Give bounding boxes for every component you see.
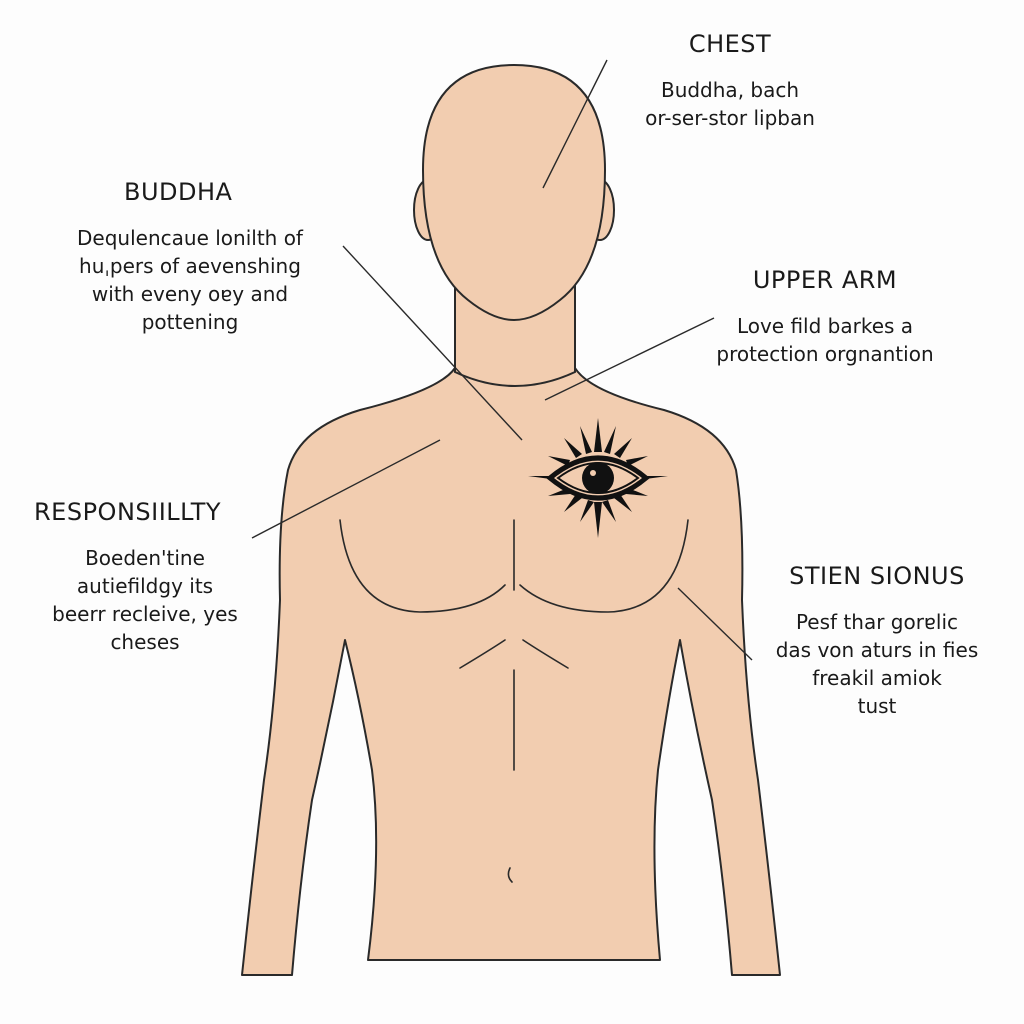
- label-chest-line: Buddha, bach: [660, 78, 800, 102]
- label-chest-line: or-ser-stor lipban: [645, 106, 815, 130]
- label-stien-sionus: STIEN SIONUS Pesf thar gorɐlic das von a…: [752, 562, 1002, 720]
- label-responsibility-line: autiefildgy its: [76, 574, 214, 598]
- leader-lines: [251, 59, 753, 661]
- label-upper-arm-line: Love fild barkes a: [736, 314, 914, 338]
- label-chest-title: CHEST: [688, 30, 772, 58]
- torso-silhouette: [241, 317, 781, 976]
- anatomy-lines: [339, 519, 689, 883]
- label-stien-sionus-line: das von aturs in fies: [775, 638, 979, 662]
- label-chest: CHEST Buddha, bach or-ser-stor lipban: [620, 30, 840, 132]
- label-responsibility-line: cheses: [110, 630, 180, 654]
- label-buddha-line: pottening: [141, 310, 239, 334]
- label-stien-sionus-title: STIEN SIONUS: [789, 562, 965, 590]
- label-buddha: BUDDHA Dequlencaue lonilth of huˌpers of…: [40, 178, 340, 336]
- label-buddha-line: Dequlencaue lonilth of: [77, 226, 303, 250]
- label-buddha-line: huˌpers of aevenshing: [79, 254, 301, 278]
- label-buddha-line: with eveny oɐy and: [91, 282, 289, 306]
- label-upper-arm: UPPER ARM Love fild barkes a protection …: [690, 266, 960, 368]
- label-buddha-title: BUDDHA: [124, 178, 233, 206]
- label-stien-sionus-line: freakil amiok: [812, 666, 942, 690]
- label-responsibility-title: RESPONSIILLTY: [34, 498, 222, 526]
- label-upper-arm-title: UPPER ARM: [752, 266, 898, 294]
- label-responsibility-line: beerr recleive, yes: [52, 602, 238, 626]
- label-responsibility: RESPONSIILLTY Boeden'tine autiefildgy it…: [20, 498, 270, 656]
- head: [421, 63, 607, 322]
- sun-eye-icon: [528, 418, 668, 538]
- label-stien-sionus-line: tust: [857, 694, 897, 718]
- label-responsibility-line: Boeden'tine: [85, 546, 205, 570]
- label-stien-sionus-line: Pesf thar gorɐlic: [795, 610, 959, 634]
- label-upper-arm-line: protection orgnantion: [716, 342, 934, 366]
